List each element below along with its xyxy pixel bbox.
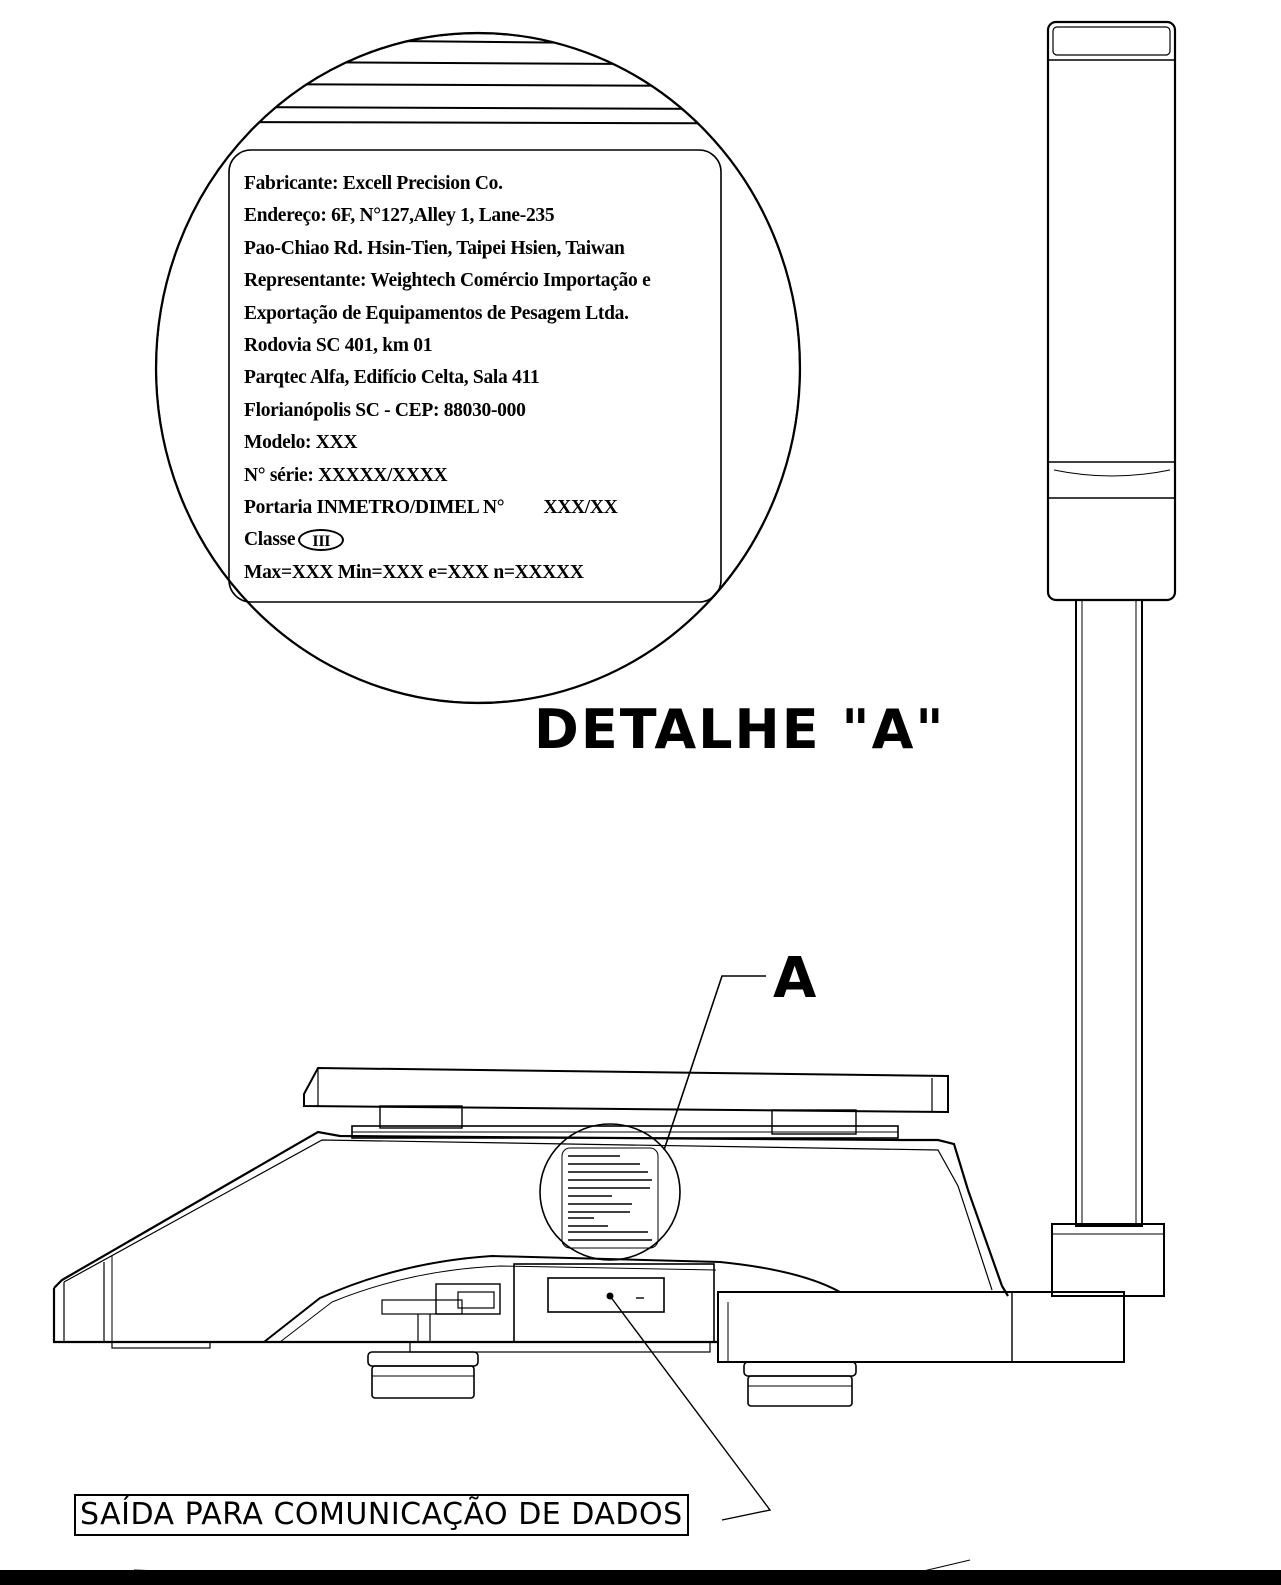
plate-line-serial: N° série: XXXXX/XXXX	[244, 464, 448, 486]
plate-line-model: Modelo: XXX	[244, 432, 358, 454]
plate-line-address: Endereço: 6F, N°127,Alley 1, Lane-235	[244, 205, 555, 227]
detail-a-circle-outline	[154, 31, 802, 705]
plate-line-building: Parqtec Alfa, Edifício Celta, Sala 411	[244, 367, 540, 389]
plate-line-classe: Classe III	[244, 524, 724, 556]
scale-housing	[52, 1130, 1009, 1353]
plate-line-manufacturer: Fabricante: Excell Precision Co.	[244, 173, 503, 194]
plate-line-portaria: Portaria INMETRO/DIMEL N° XXX/XX	[244, 492, 724, 524]
data-output-label: SAÍDA PARA COMUNICAÇÃO DE DADOS	[74, 1494, 689, 1536]
display-tower	[1046, 20, 1177, 1297]
plate-line-road: Rodovia SC 401, km 01	[244, 334, 433, 356]
label-plate-text: Fabricante: Excell Precision Co. Endereç…	[244, 168, 724, 589]
plate-line-city: Florianópolis SC - CEP: 88030-000	[244, 399, 526, 421]
scale-base	[717, 1291, 1125, 1363]
bottom-border	[0, 1570, 1281, 1585]
classe-label: Classe	[244, 529, 296, 551]
plate-line-representative-2: Exportação de Equipamentos de Pesagem Lt…	[244, 302, 629, 324]
label-plate-outline	[228, 149, 722, 603]
detail-title: DETALHE "A"	[534, 698, 946, 761]
scale-feet	[367, 1351, 857, 1407]
callout-letter: A	[773, 946, 817, 1011]
small-label-circle	[539, 1123, 681, 1261]
portaria-value: XXX/XX	[543, 496, 618, 518]
accuracy-class-mark: III	[298, 529, 345, 552]
data-output-leader	[609, 1295, 772, 1521]
plate-line-representative: Representante: Weightech Comércio Import…	[244, 270, 651, 292]
plate-line-address-2: Pao-Chiao Rd. Hsin-Tien, Taipei Hsien, T…	[244, 237, 625, 259]
portaria-label: Portaria INMETRO/DIMEL N°	[244, 496, 505, 518]
plate-line-specs: Max=XXX Min=XXX e=XXX n=XXXXX	[244, 561, 584, 583]
callout-a-leader	[663, 975, 766, 1151]
